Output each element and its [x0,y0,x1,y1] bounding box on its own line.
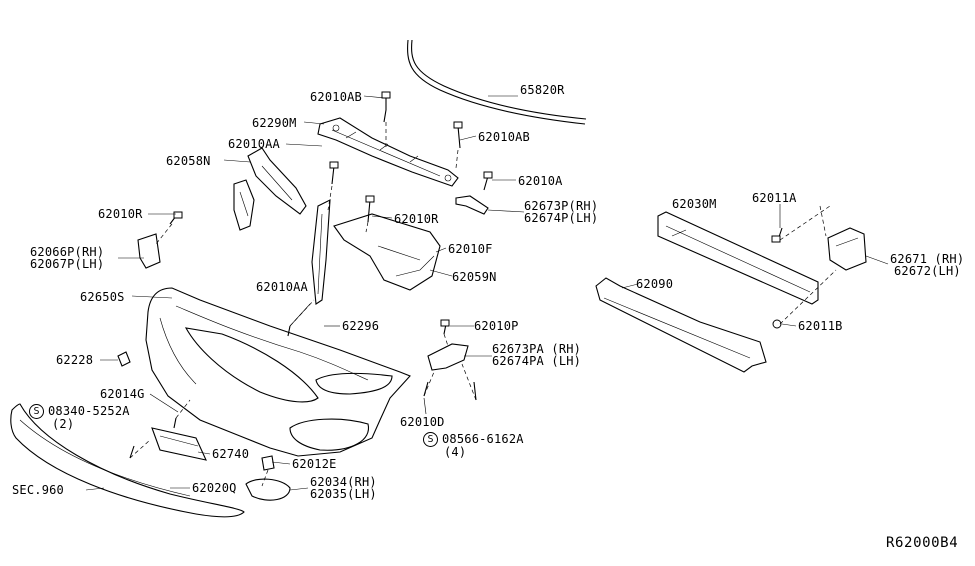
label-62011B: 62011B [798,319,843,333]
leader-lines [85,95,889,491]
label-62010AB-right: 62010AB [478,130,530,144]
label-62672: 62672(LH) [894,264,961,278]
label-62010AA-top: 62010AA [228,137,280,151]
part-62228 [117,351,131,367]
plate-bracket-62740 [151,427,207,461]
lower-lip-62020Q [10,403,245,518]
label-62228: 62228 [56,353,94,367]
label-62012E: 62012E [292,457,337,471]
bracket-62673PA [427,343,469,371]
label-62650S: 62650S [80,290,125,304]
label-62673P: 62673P(RH) [524,199,599,213]
clip-62012E [261,455,275,471]
label-62740: 62740 [212,447,250,461]
label-62010F: 62010F [448,242,493,256]
screw-symbol-icon: S [423,432,438,447]
center-stay-62296 [311,199,331,305]
label-62671: 62671 (RH) [890,252,965,266]
label-65820R: 65820R [520,83,565,97]
screw-symbol-icon: S [29,404,44,419]
label-62010AA-lower: 62010AA [256,280,308,294]
label-62673PA: 62673PA (RH) [492,342,582,356]
label-SEC960: SEC.960 [12,483,64,497]
label-62010P: 62010P [474,319,519,333]
absorber-62090 [595,277,767,373]
label-62014G: 62014G [100,387,145,401]
fasteners [129,91,783,459]
label-62035: 62035(LH) [310,487,377,501]
label-08566-6162A: 08566-6162A [442,432,524,446]
label-62674P: 62674P(LH) [524,211,599,225]
label-62020Q: 62020Q [192,481,237,495]
left-bracket-62058N [233,147,307,231]
label-62010AB-top: 62010AB [310,90,362,104]
label-quantity-2: (2) [52,417,75,431]
clip-62066P [137,233,161,269]
reinforcement-62030M [657,211,819,305]
label-62010R-center: 62010R [394,212,439,226]
label-62090: 62090 [636,277,674,291]
bumper-fascia-62650S [145,287,411,457]
label-62034: 62034(RH) [310,475,377,489]
label-62010D: 62010D [400,415,445,429]
label-62674PA: 62674PA (LH) [492,354,582,368]
label-62067P: 62067P(LH) [30,257,105,271]
label-62010A: 62010A [518,174,563,188]
label-08340-5252A: 08340-5252A [48,404,130,418]
label-62290M: 62290M [252,116,297,130]
upper-bracket-62290M [317,117,459,187]
label-quantity-4: (4) [444,445,467,459]
label-62066P: 62066P(RH) [30,245,105,259]
label-62010R-left: 62010R [98,207,143,221]
label-62059N: 62059N [452,270,497,284]
side-bracket-62059N [333,213,441,291]
label-62030M: 62030M [672,197,717,211]
label-62011A: 62011A [752,191,797,205]
stay-62671 [827,227,867,271]
seal-strip-65820R [407,39,587,125]
fog-bezel-62034 [245,478,291,501]
bracket-62673P [455,195,489,215]
label-62058N: 62058N [166,154,211,168]
label-62296: 62296 [342,319,380,333]
reference-code: R62000B4 [886,535,959,551]
